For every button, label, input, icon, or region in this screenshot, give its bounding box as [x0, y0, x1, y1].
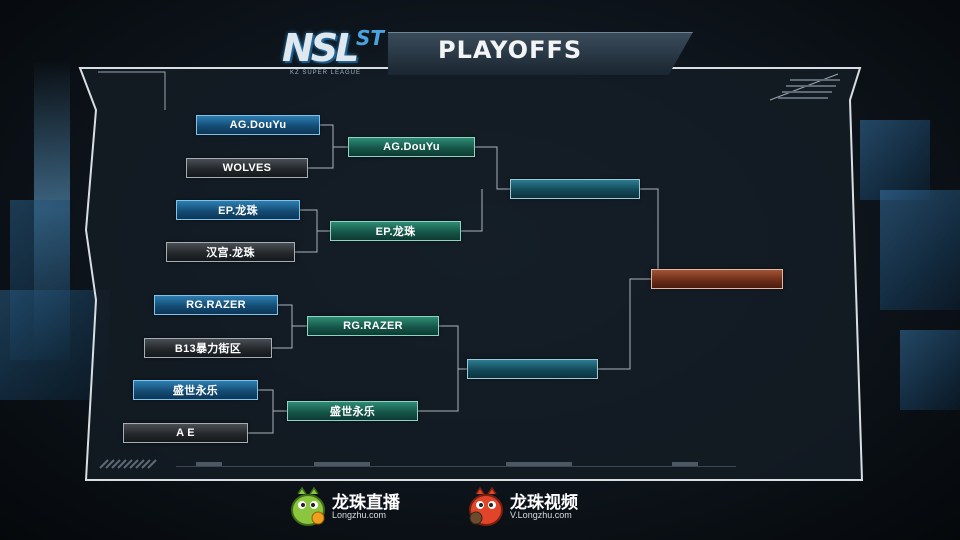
team-slot-r1-1: AG.DouYu	[196, 115, 320, 135]
team-slot-r2-1: AG.DouYu	[348, 137, 475, 157]
nsl-logo: NSL ST KZ SUPER LEAGUE	[276, 26, 396, 88]
team-slot-r1-5: RG.RAZER	[154, 295, 278, 315]
team-slot-semifinal-1	[510, 179, 640, 199]
team-slot-r2-2: EP.龙珠	[330, 221, 461, 241]
sponsor-url: V.Longzhu.com	[510, 510, 572, 520]
logo-text: NSL	[282, 26, 359, 70]
header: NSL ST KZ SUPER LEAGUE PLAYOFFS	[268, 26, 698, 88]
sponsor-longzhu-video: 龙珠视频 V.Longzhu.com	[466, 484, 606, 530]
green-dragon-icon	[291, 486, 325, 526]
background-cube	[880, 190, 960, 310]
frame-bottom-ticks	[176, 462, 736, 467]
team-slot-r2-3: RG.RAZER	[307, 316, 439, 336]
team-slot-semifinal-2	[467, 359, 598, 379]
title-bar	[388, 32, 693, 75]
team-slot-r1-8: A E	[123, 423, 248, 443]
team-slot-r1-3: EP.龙珠	[176, 200, 300, 220]
sponsor-name: 龙珠视频	[510, 493, 578, 513]
bracket-connectors	[248, 124, 659, 434]
red-dragon-icon	[469, 486, 503, 526]
page-title: PLAYOFFS	[438, 36, 583, 64]
frame-stripes	[99, 79, 840, 469]
background-cube	[900, 330, 960, 410]
team-slot-r1-6: B13暴力街区	[144, 338, 272, 358]
sponsor-longzhu-live: 龙珠直播 Longzhu.com	[288, 484, 418, 530]
team-slot-r1-2: WOLVES	[186, 158, 308, 178]
logo-superscript: ST	[356, 26, 385, 50]
background-cube	[860, 120, 930, 200]
team-slot-final	[651, 269, 783, 289]
sponsor-url: Longzhu.com	[332, 510, 387, 520]
team-slot-r1-7: 盛世永乐	[133, 380, 258, 400]
team-slot-r2-4: 盛世永乐	[287, 401, 418, 421]
logo-subtitle: KZ SUPER LEAGUE	[290, 70, 362, 76]
frame-corner-line	[98, 71, 166, 110]
team-slot-r1-4: 汉宫.龙珠	[166, 242, 295, 262]
sponsor-name: 龙珠直播	[332, 493, 400, 513]
